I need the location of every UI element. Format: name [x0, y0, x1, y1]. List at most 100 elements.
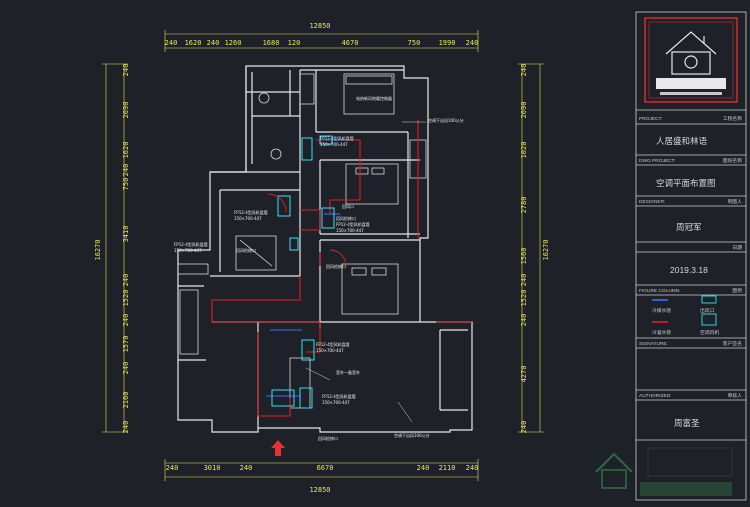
- date: 2019.3.18: [670, 265, 708, 275]
- room-label: FP12-4型风机盘管: [316, 341, 350, 347]
- room-label: 回风检修口: [336, 215, 356, 221]
- bed-icon: [341, 263, 399, 315]
- ac-equipment: [271, 135, 335, 409]
- room-label: 空调下出风100公分: [428, 117, 464, 123]
- dim-left-segment: 240: [122, 362, 130, 375]
- legend-item: 出风口: [700, 295, 717, 314]
- signature-label: SIGNATURE:: [639, 341, 668, 347]
- dim-top-segment: 240: [207, 39, 220, 47]
- dim-right-segment: 2780: [520, 197, 528, 214]
- indoor-unit-icon: [321, 207, 335, 229]
- dim-right-segment: 240: [520, 314, 528, 327]
- dim-top-segment: 1990: [439, 39, 456, 47]
- designer-caption: 制图人: [728, 198, 743, 205]
- authorized-caption: 审核人: [728, 392, 743, 399]
- project-name: 人居盛和林语: [656, 136, 708, 146]
- furniture-group: [177, 73, 427, 409]
- legend-item-label: 空调内机: [700, 329, 719, 336]
- dim-left-total: 16270: [94, 239, 102, 260]
- dim-top-segment: 1620: [185, 39, 202, 47]
- watermark-wordmark: [640, 482, 732, 496]
- company-logo: [644, 17, 738, 103]
- air-outlet-icon: [271, 389, 295, 407]
- indoor-unit-icon: [301, 339, 315, 361]
- legend-item: 冷凝水管: [652, 321, 671, 336]
- dim-bottom-total: 12850: [309, 486, 330, 494]
- dim-left-segment-labels: 240 2690 1620 240 750 3410 240 1520 240 …: [122, 64, 130, 434]
- dim-left-segment: 240: [122, 164, 130, 177]
- logo-url: [660, 92, 722, 95]
- room-label: 回风口: [342, 204, 354, 209]
- drawing-label: DWG PROJECT:: [639, 158, 675, 164]
- title-block: PROJECT: 工程名称 人居盛和林语 DWG PROJECT: 图纸名称 空…: [595, 11, 747, 501]
- dim-left-segment: 750: [122, 178, 130, 191]
- room-label: 150×700-447: [234, 216, 262, 221]
- dimension-top: [164, 30, 479, 52]
- dim-top-segment: 1680: [263, 39, 280, 47]
- legend: 冷媒水管 出风口 冷凝水管 空调内机: [652, 295, 719, 336]
- air-outlet-icon: [319, 135, 333, 145]
- dimension-right: [518, 63, 544, 433]
- house-logo-icon: [665, 31, 717, 75]
- room-label: 电热新风地暖控制器: [356, 95, 392, 101]
- signature-caption: 客户签名: [723, 340, 742, 347]
- room-label: 室外一备室外: [336, 369, 360, 375]
- indoor-unit-icon: [277, 195, 291, 217]
- annotation-leaders: [305, 121, 426, 423]
- legend-caption: 图例: [732, 287, 742, 294]
- indoor-unit-icon: [299, 387, 313, 409]
- room-label: 150×700-447: [320, 142, 348, 147]
- room-label: FP12-4型风机盘管: [174, 241, 208, 247]
- room-labels: 电热新风地暖控制器 空调下出风100公分 FP12-4型风机盘管 150×700…: [174, 95, 464, 441]
- toilet-icon: [258, 92, 270, 104]
- dim-bottom-segment: 240: [417, 464, 430, 472]
- legend-item-label: 冷媒水管: [652, 307, 671, 314]
- dim-left-segment: 1620: [122, 142, 130, 159]
- legend-item-label: 冷凝水管: [652, 329, 671, 336]
- dim-right-segment: 2690: [520, 102, 528, 119]
- room-label: 150×700-447: [336, 228, 364, 233]
- bed-icon: [345, 163, 399, 205]
- entrance-arrow-icon: [271, 440, 285, 456]
- room-label: FP12-4型风机盘管: [322, 393, 356, 399]
- house-watermark-icon: [595, 452, 633, 473]
- dim-top-segment: 750: [408, 39, 421, 47]
- dim-top-total: 12850: [309, 22, 330, 30]
- title-block-frame: [635, 11, 747, 501]
- room-label: 回风检修口: [326, 263, 346, 269]
- watermark-logo: [595, 447, 733, 496]
- dim-right-segment: 240: [520, 64, 528, 77]
- dim-right-segment: 4270: [520, 366, 528, 383]
- dim-top-segment: 4670: [342, 39, 359, 47]
- authorized-label: AUTHORIZED:: [639, 393, 672, 399]
- dim-top-segment: 240: [165, 39, 178, 47]
- designer-name: 周冠军: [676, 222, 702, 232]
- dim-right-segment: 1520: [520, 290, 528, 307]
- kitchen-counter-icon: [177, 263, 209, 275]
- dim-left-segment: 1520: [122, 290, 130, 307]
- room-label: 回风检修口: [318, 435, 338, 441]
- room-label: FP12-4型风机盘管: [234, 209, 268, 215]
- drawing-caption: 图纸名称: [723, 157, 742, 164]
- master-bed-icon: [343, 73, 395, 115]
- door-swing: [267, 193, 287, 213]
- dim-right-total: 16270: [542, 239, 550, 260]
- dim-bottom-segment: 240: [240, 464, 253, 472]
- designer-label: DESIGNER:: [639, 199, 665, 205]
- dim-right-segment-labels: 240 2690 1020 2780 1560 240 1520 240 427…: [520, 64, 528, 434]
- dim-left-segment: 2160: [122, 392, 130, 409]
- watermark-note: [647, 447, 733, 477]
- dim-right-segment: 1020: [520, 142, 528, 159]
- legend-item-label: 出风口: [700, 307, 715, 314]
- sofa-icon: [235, 235, 277, 271]
- dim-right-segment: 1560: [520, 248, 528, 265]
- dimension-bottom: [164, 459, 479, 481]
- toilet-icon: [270, 148, 282, 160]
- logo-wordmark: [656, 78, 726, 89]
- legend-item: 冷媒水管: [652, 299, 671, 314]
- dim-top-segment-labels: 240 1620 240 1260 1680 120 4670 750 1990…: [165, 39, 479, 47]
- dim-right-segment: 240: [520, 274, 528, 287]
- wardrobe-icon: [299, 73, 315, 105]
- dim-right-segment: 240: [520, 421, 528, 434]
- kitchen-cabinet-icon: [179, 289, 199, 355]
